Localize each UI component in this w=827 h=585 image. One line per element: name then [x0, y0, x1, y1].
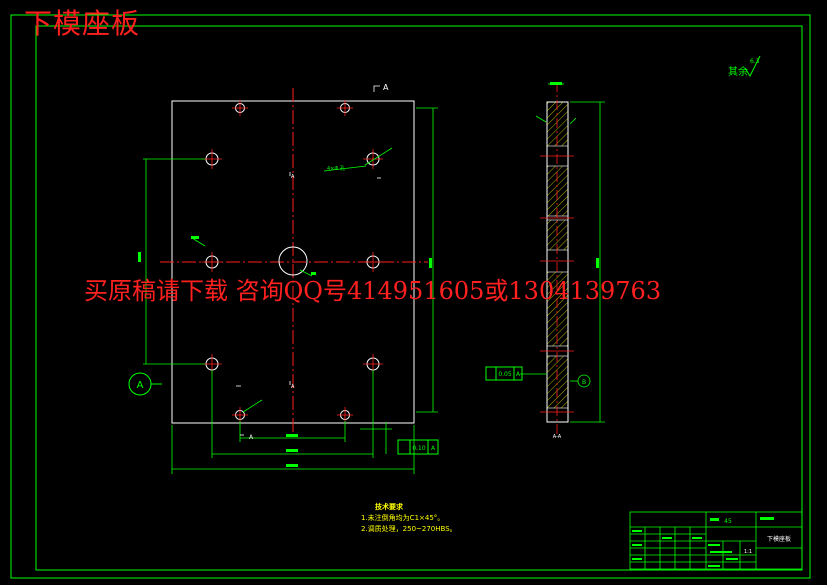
- title-block-scale: 1:1: [744, 549, 752, 555]
- tech-note-line: 2.调质处理，250~270HBS。: [361, 525, 457, 533]
- tolerance-frame-side: [485, 366, 523, 381]
- section-mark-left: A: [291, 174, 295, 180]
- title-block-material: 45: [724, 518, 732, 525]
- watermark-ad: 买原稿请下载 咨询QQ号414951605或1304139763: [84, 277, 662, 305]
- section-view-label: A-A: [553, 434, 562, 440]
- tech-note-line: 1.未注倒角均为C1×45°。: [361, 514, 445, 522]
- tolerance-value-bottom: 0.10: [412, 445, 426, 452]
- title-block-marks: [632, 517, 774, 567]
- roughness-label: 其余: [728, 65, 748, 78]
- section-holes: [540, 82, 574, 436]
- datum-label-a: A: [137, 380, 144, 391]
- hole-center-marks: [202, 100, 383, 423]
- datum-label-b: B: [582, 379, 586, 386]
- hole-note: 4×Φ 孔: [327, 165, 345, 172]
- tolerance-frame-bottom: [397, 439, 439, 455]
- dimensions: [138, 107, 438, 474]
- tech-notes-heading: 技术要求: [375, 503, 403, 511]
- center-bore: [278, 246, 308, 276]
- title-block: [629, 511, 803, 570]
- section-view: [520, 82, 605, 436]
- tolerance-value-side: 0.05: [498, 371, 512, 378]
- inner-border: [35, 25, 803, 571]
- section-dims: [520, 82, 605, 423]
- front-view: [138, 85, 438, 474]
- section-hatch: [546, 101, 569, 409]
- tolerance-datum-side: A: [516, 371, 521, 378]
- section-arrows: [236, 85, 381, 436]
- title-block-part-name: 下模座板: [767, 535, 791, 543]
- datum-callout-a: [128, 372, 162, 396]
- roughness-symbol: [744, 55, 761, 78]
- section-mark-mid: A: [291, 384, 295, 390]
- tolerance-datum-bottom: A: [431, 445, 436, 452]
- watermark-title: 下模座板: [24, 7, 141, 40]
- tech-notes: 技术要求 1.未注倒角均为C1×45°。 2.调质处理，250~270HBS。: [361, 502, 457, 535]
- section-mark-top: A: [383, 83, 389, 92]
- outer-border: [10, 14, 811, 579]
- roughness-value: 6.3: [750, 58, 760, 65]
- section-mark-bottom: A: [249, 434, 254, 441]
